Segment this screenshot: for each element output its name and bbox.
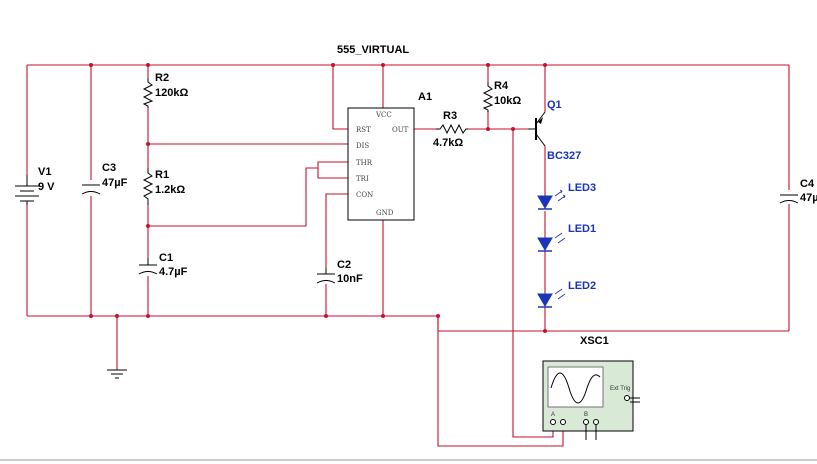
capacitor-c4[interactable]: C4 47µ [779, 178, 817, 204]
wire-thr-tri[interactable] [148, 161, 348, 227]
wire-bottom-rail[interactable] [27, 315, 789, 332]
q1-ref: Q1 [547, 99, 562, 111]
led1-ref: LED1 [568, 223, 596, 235]
resistor-r2[interactable]: R2 120kΩ [142, 72, 188, 108]
r1-ref: R1 [155, 169, 169, 181]
q1-value: BC327 [547, 150, 581, 162]
r4-value: 10kΩ [494, 95, 521, 107]
c3-ref: C3 [102, 162, 116, 174]
resistor-r3[interactable]: R3 4.7kΩ [433, 110, 468, 149]
scope-terminal-b[interactable] [583, 419, 589, 425]
oscilloscope-xsc1[interactable]: XSC1 Ext Trig A B [542, 335, 640, 440]
pin-tri: TRI [356, 175, 369, 183]
scope-screen [547, 366, 604, 408]
wires [26, 64, 790, 447]
scope-ch-b: B [584, 412, 588, 418]
v1-ref: V1 [38, 166, 51, 178]
r3-ref: R3 [443, 110, 457, 122]
v1-value: 9 V [38, 181, 55, 193]
pin-vcc: VCC [375, 111, 392, 119]
junctions [89, 63, 547, 333]
led-led2[interactable]: LED2 [537, 280, 596, 308]
scope-ext-trig: Ext Trig [610, 386, 630, 392]
pin-thr: THR [356, 159, 373, 167]
battery-v1[interactable]: V1 9 V [15, 166, 55, 205]
ic-ref: A1 [418, 91, 432, 103]
scope-ch-a: A [551, 412, 555, 418]
led2-ref: LED2 [568, 280, 596, 292]
r4-ref: R4 [494, 80, 509, 92]
pin-rst: RST [356, 126, 371, 134]
capacitor-c1[interactable]: C1 4.7µF [138, 252, 188, 278]
led3-ref: LED3 [568, 182, 596, 194]
c3-value: 47µF [102, 177, 128, 189]
c1-value: 4.7µF [159, 266, 188, 278]
led-led1[interactable]: LED1 [537, 223, 596, 252]
capacitor-c2[interactable]: C2 10nF [316, 259, 363, 285]
led-led3[interactable]: LED3 [537, 182, 596, 210]
pin-dis: DIS [356, 142, 369, 150]
c2-value: 10nF [337, 273, 363, 285]
wire-rst[interactable] [332, 65, 348, 130]
scope-terminal-trig[interactable] [624, 395, 630, 401]
xsc1-ref: XSC1 [580, 335, 609, 347]
c4-ref: C4 [800, 178, 815, 190]
scope-terminal-a-neg[interactable] [560, 419, 566, 425]
r2-value: 120kΩ [155, 87, 188, 99]
wire-con[interactable] [325, 193, 348, 316]
transistor-q1[interactable]: Q1 BC327 [528, 99, 581, 162]
pin-out: OUT [392, 126, 409, 134]
capacitor-c3[interactable]: C3 47µF [81, 162, 128, 195]
resistor-r1[interactable]: R1 1.2kΩ [142, 168, 185, 205]
ground-symbol [107, 369, 127, 379]
sine-wave-icon [550, 372, 601, 404]
pin-con: CON [356, 191, 373, 199]
r1-value: 1.2kΩ [155, 184, 185, 196]
c4-value: 47µ [800, 192, 817, 204]
resistor-r4[interactable]: R4 10kΩ [482, 80, 521, 112]
wire-scope-gnd[interactable] [437, 316, 564, 447]
c1-ref: C1 [159, 252, 173, 264]
c2-ref: C2 [337, 259, 351, 271]
r2-ref: R2 [155, 72, 169, 84]
pin-gnd: GND [376, 209, 394, 217]
scope-leads [585, 397, 640, 440]
scope-terminal-b-neg[interactable] [593, 419, 599, 425]
circuit-title: 555_VIRTUAL [337, 44, 409, 56]
r3-value: 4.7kΩ [433, 137, 463, 149]
scope-terminal-a[interactable] [550, 419, 556, 425]
ic-555[interactable]: A1 VCC RST OUT DIS THR TRI CON GND [347, 91, 432, 221]
